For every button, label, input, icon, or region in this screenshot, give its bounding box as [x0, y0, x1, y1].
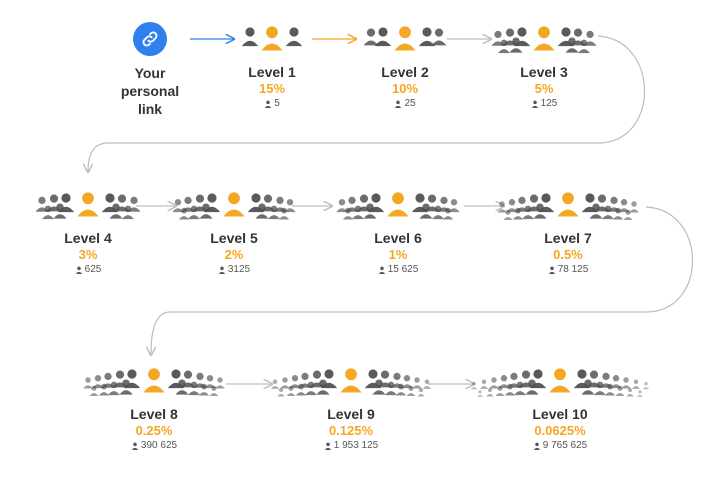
- level-10-title: Level 10: [532, 406, 588, 422]
- level-1-node: Level 1 15% 5: [172, 20, 372, 110]
- level-7-count: 78 125: [468, 263, 668, 276]
- level-8-crowd-icon: [54, 362, 254, 406]
- level-4-crowd-icon: [0, 186, 188, 230]
- level-9-title: Level 9: [327, 406, 375, 422]
- level-2-count-value: 25: [404, 98, 416, 109]
- level-3-percent: 5%: [534, 81, 554, 96]
- arrow-level3-to-level4: [88, 35, 646, 172]
- personal-link-label-line1: Your: [134, 65, 166, 81]
- level-9-percent: 0.125%: [328, 423, 374, 438]
- level-5-count: 3125: [134, 263, 334, 276]
- crowd-graphic: [83, 368, 225, 396]
- level-2-node: Level 2 10% 25: [305, 20, 505, 110]
- person-icon: [324, 442, 331, 450]
- personal-link-node[interactable]: Your personal link: [100, 22, 200, 118]
- level-5-count-value: 3125: [227, 264, 251, 275]
- level-8-count: 390 625: [54, 439, 254, 452]
- level-7-count-value: 78 125: [557, 264, 589, 275]
- level-5-title: Level 5: [210, 230, 258, 246]
- level-7-crowd-icon: [468, 186, 668, 230]
- link-icon: [142, 31, 158, 47]
- level-8-percent: 0.25%: [135, 423, 173, 438]
- crowd-graphic: [363, 26, 447, 51]
- level-1-percent: 15%: [258, 81, 286, 96]
- person-icon: [75, 266, 82, 274]
- level-5-percent: 2%: [224, 247, 244, 262]
- person-icon: [533, 442, 540, 450]
- crowd-graphic: [172, 192, 296, 220]
- level-8-count-value: 390 625: [140, 440, 178, 451]
- level-9-crowd-icon: [251, 362, 451, 406]
- level-4-node: Level 4 3% 625: [0, 186, 188, 276]
- level-4-count: 625: [0, 263, 188, 276]
- personal-link-label-line3: link: [137, 101, 163, 117]
- level-8-node: Level 8 0.25% 390 625: [54, 362, 254, 452]
- level-3-crowd-icon: [444, 20, 644, 64]
- crowd-graphic: [35, 192, 141, 220]
- crowd-graphic: [336, 192, 460, 220]
- level-6-percent: 1%: [388, 247, 408, 262]
- level-4-title: Level 4: [64, 230, 112, 246]
- level-10-count-value: 9 765 625: [542, 440, 588, 451]
- level-1-count-value: 5: [274, 98, 280, 109]
- level-2-percent: 10%: [391, 81, 419, 96]
- level-6-node: Level 6 1% 15 625: [298, 186, 498, 276]
- level-4-percent: 3%: [78, 247, 98, 262]
- crowd-graphic: [270, 368, 432, 397]
- crowd-graphic: [470, 368, 650, 397]
- level-1-title: Level 1: [248, 64, 296, 80]
- level-7-node: Level 7 0.5% 78 125: [468, 186, 668, 276]
- level-1-crowd-icon: [172, 20, 372, 64]
- level-6-count: 15 625: [298, 263, 498, 276]
- person-icon: [131, 442, 139, 450]
- level-10-crowd-icon: [460, 362, 660, 406]
- level-2-crowd-icon: [305, 20, 505, 64]
- level-6-title: Level 6: [374, 230, 422, 246]
- crowd-graphic: [491, 26, 597, 54]
- person-icon: [548, 266, 555, 274]
- level-7-title: Level 7: [544, 230, 592, 246]
- level-6-crowd-icon: [298, 186, 498, 230]
- level-4-count-value: 625: [84, 264, 102, 275]
- level-1-count: 5: [172, 97, 372, 110]
- crowd-graphic: [497, 192, 639, 220]
- arrow-level7-to-level8: [151, 206, 694, 355]
- level-2-count: 25: [305, 97, 505, 110]
- level-7-percent: 0.5%: [553, 247, 583, 262]
- person-icon: [531, 100, 538, 108]
- level-3-count: 125: [444, 97, 644, 110]
- person-icon: [378, 266, 385, 274]
- level-9-node: Level 9 0.125% 1 953 125: [251, 362, 451, 452]
- level-10-node: Level 10 0.0625% 9 765 625: [460, 362, 660, 452]
- level-9-count-value: 1 953 125: [333, 440, 379, 451]
- personal-link-button[interactable]: [133, 22, 167, 56]
- person-icon: [265, 100, 272, 108]
- level-3-node: Level 3 5% 125: [444, 20, 644, 110]
- level-3-title: Level 3: [520, 64, 568, 80]
- level-10-percent: 0.0625%: [534, 423, 586, 438]
- level-5-node: Level 5 2% 3125: [134, 186, 334, 276]
- level-6-count-value: 15 625: [387, 264, 419, 275]
- person-icon: [218, 266, 226, 274]
- level-3-count-value: 125: [540, 98, 558, 109]
- level-8-title: Level 8: [130, 406, 178, 422]
- level-10-count: 9 765 625: [460, 439, 660, 452]
- crowd-graphic: [241, 26, 303, 51]
- level-5-crowd-icon: [134, 186, 334, 230]
- level-2-title: Level 2: [381, 64, 429, 80]
- person-icon: [395, 100, 402, 108]
- level-9-count: 1 953 125: [251, 439, 451, 452]
- personal-link-label-line2: personal: [120, 83, 180, 99]
